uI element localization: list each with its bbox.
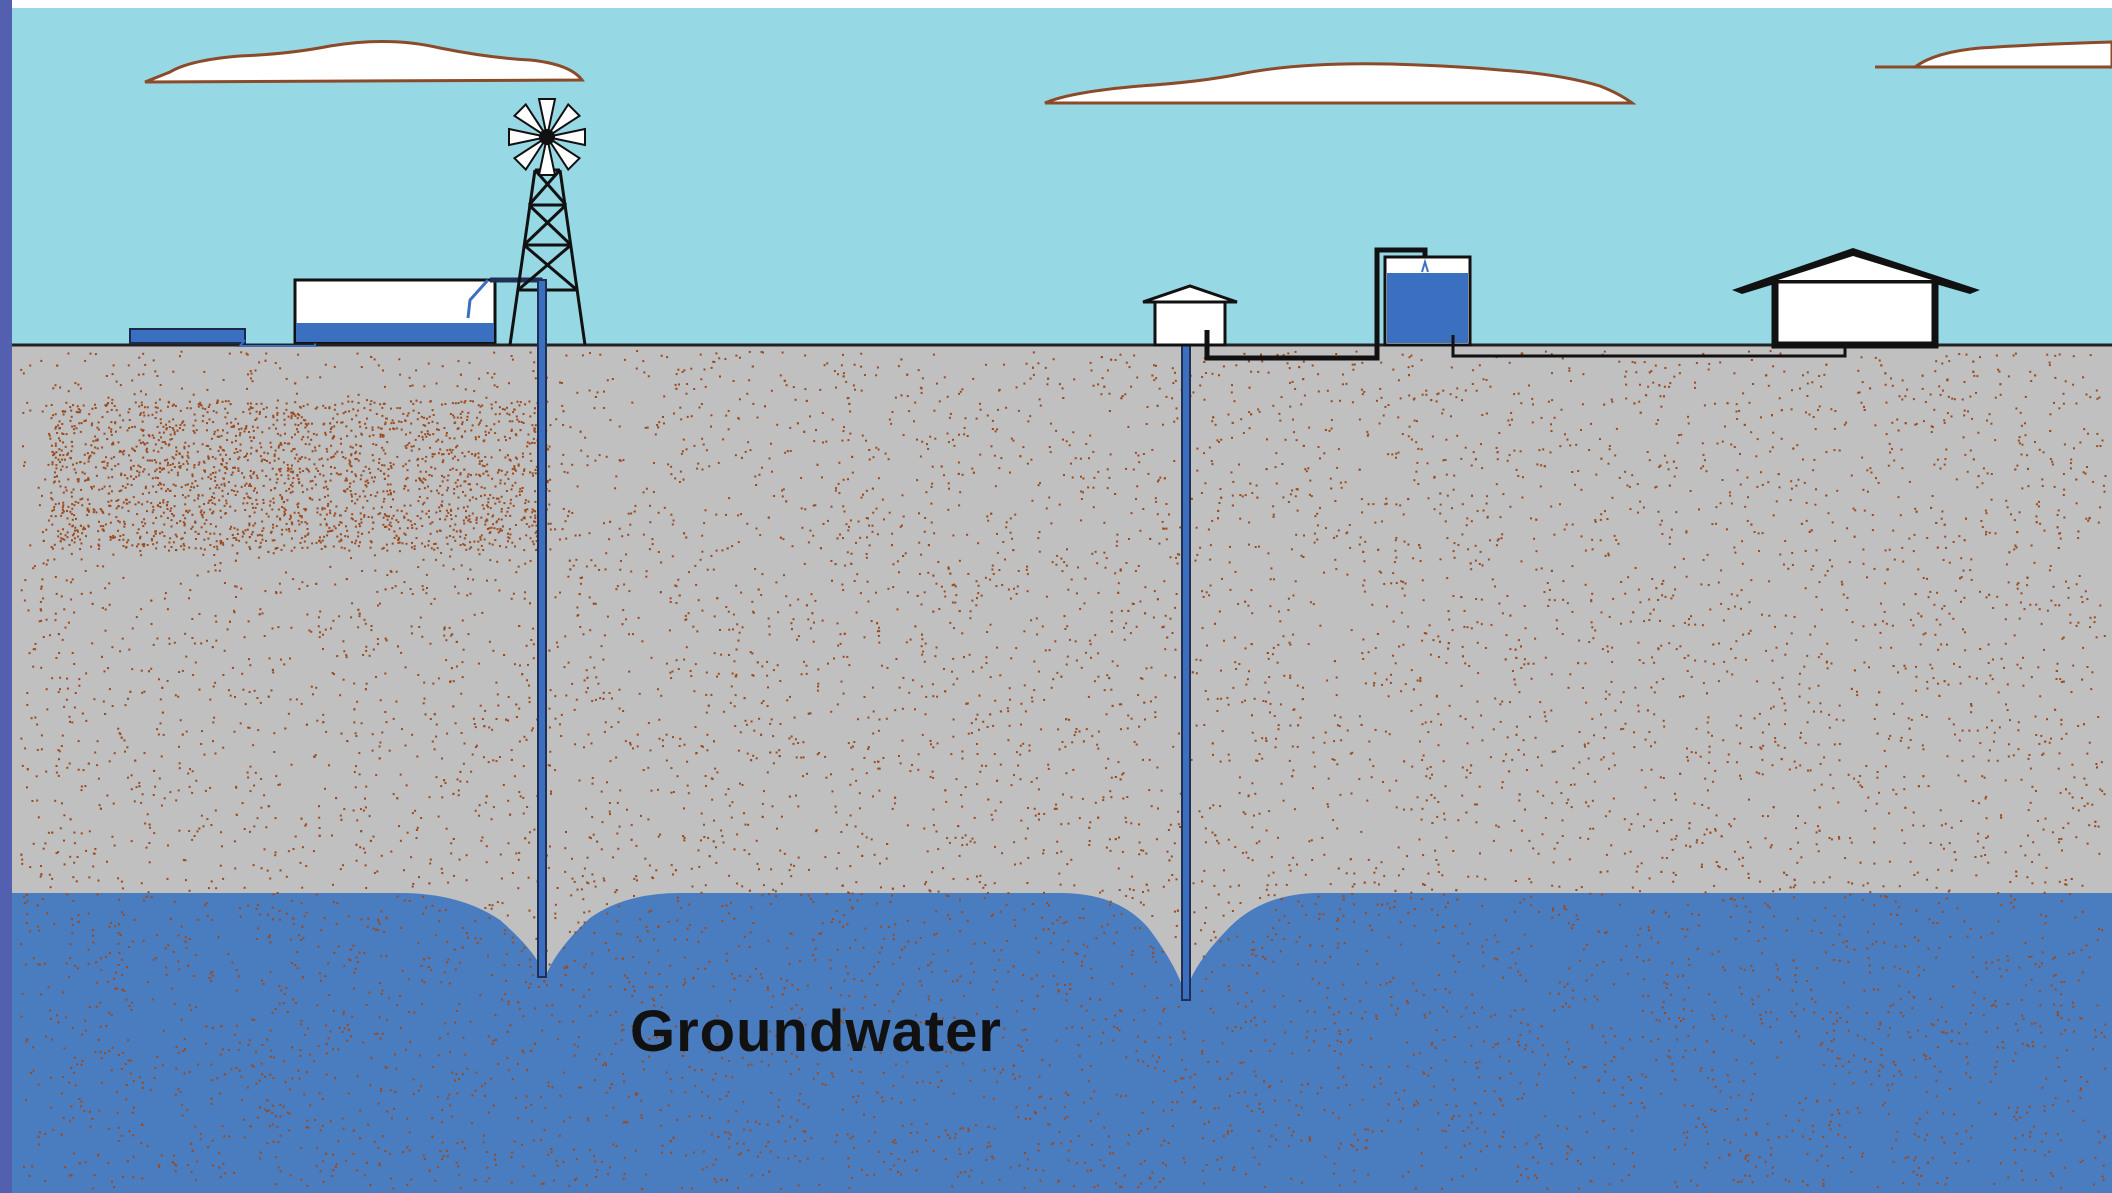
tank-inlet-spout: [466, 278, 490, 319]
frame-strip: [0, 0, 12, 1193]
pump-house: [1142, 284, 1238, 358]
groundwater-label: Groundwater: [630, 999, 1002, 1064]
cloud: [144, 39, 585, 84]
right-well: [1181, 334, 1191, 1001]
cloud: [1044, 62, 1637, 105]
left-well: [537, 279, 547, 978]
windmill-rotor: [508, 98, 586, 176]
storage-tank-water: [296, 323, 494, 342]
elevated-water-tank: [1383, 255, 1472, 347]
windmill: [508, 138, 587, 346]
farm-house: [1732, 248, 1980, 349]
soil-speckles: [20, 350, 2107, 1190]
stock-trough: [129, 328, 246, 344]
cloud: [1875, 40, 2112, 69]
supply-pipe: [1204, 247, 1428, 361]
